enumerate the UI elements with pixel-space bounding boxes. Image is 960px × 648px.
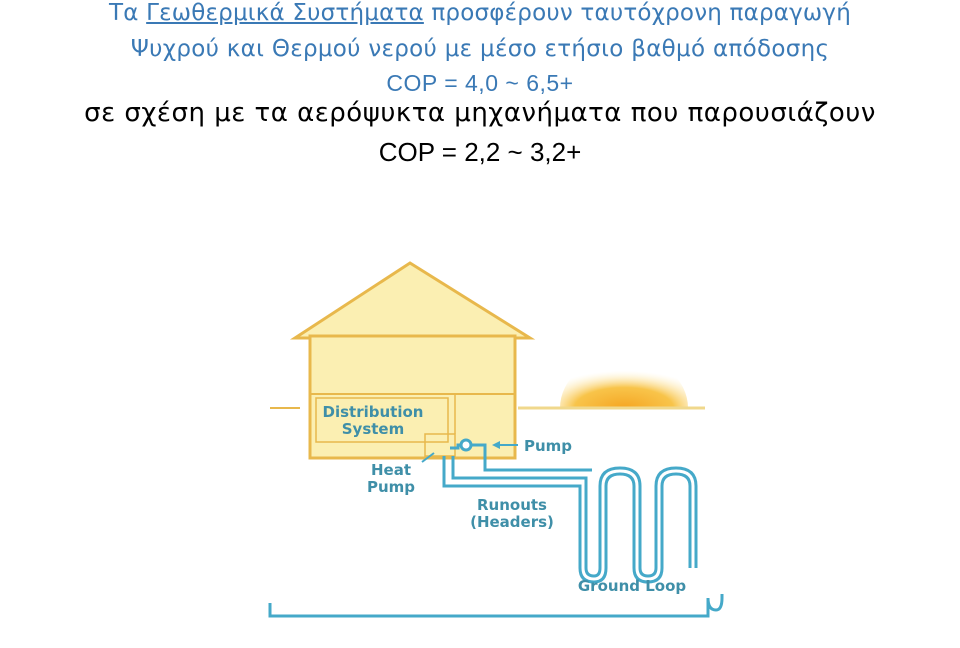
- pump-arrow-head: [492, 441, 500, 449]
- heading-suffix: προσφέρουν ταυτόχρονη παραγωγή: [423, 0, 851, 26]
- heat-pump-box: [424, 433, 456, 457]
- label-pump: Pump: [524, 437, 572, 455]
- distribution-box: [315, 397, 449, 443]
- sun: [560, 354, 688, 408]
- geothermal-diagram: Distribution System Heat Pump Pump Runou…: [268, 261, 724, 618]
- heading-prefix: Τα: [109, 0, 147, 26]
- heading-line-1: Τα Γεωθερμικά Συστήματα προσφέρουν ταυτό…: [0, 0, 960, 26]
- label-ground-loop: Ground Loop: [578, 577, 687, 595]
- house-roof: [289, 261, 536, 340]
- cop-air-cooled: COP = 2,2 ~ 3,2+: [378, 137, 582, 167]
- pipes: [268, 438, 724, 618]
- cop-geothermal: COP = 4,0 ~ 6,5+: [386, 70, 574, 96]
- label-runouts-2: (Headers): [470, 513, 554, 531]
- geothermal-systems-link[interactable]: Γεωθερμικά Συστήματα: [146, 0, 424, 26]
- comparison-text: σε σχέση με τα αερόψυκτα μηχανήματα που …: [84, 98, 876, 128]
- heading-line-2: Ψυχρού και Θερμού νερού με μέσο ετήσιο β…: [130, 36, 830, 62]
- label-heat-1: Heat: [371, 461, 411, 479]
- label-heat-2: Pump: [367, 478, 415, 496]
- label-runouts-1: Runouts: [477, 496, 547, 514]
- heat-pump-arrow: [421, 452, 435, 463]
- house-body: [308, 334, 517, 460]
- label-distribution-1: Distribution: [323, 403, 424, 421]
- label-distribution-2: System: [342, 420, 404, 438]
